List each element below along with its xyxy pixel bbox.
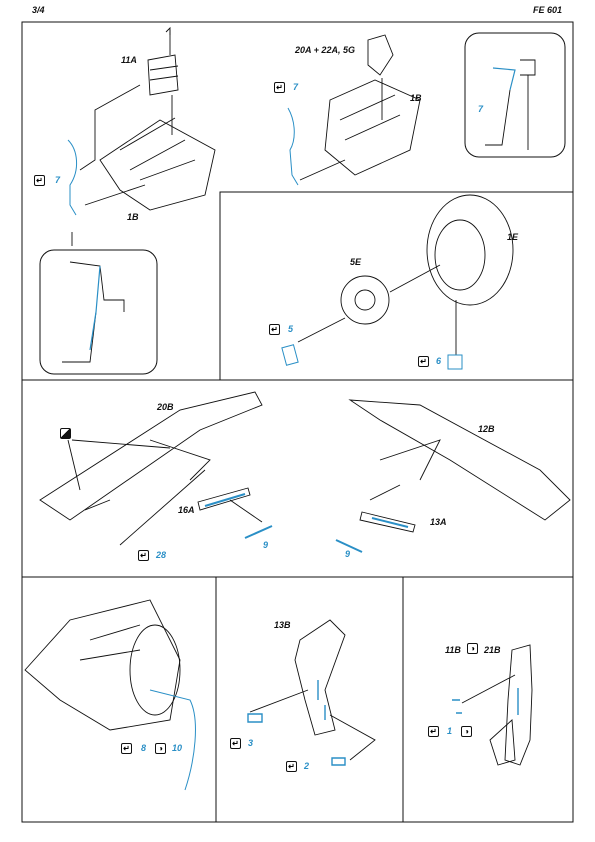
label-21b: 21B bbox=[484, 645, 501, 655]
hub-5e bbox=[340, 275, 390, 325]
panel4-drawing bbox=[297, 194, 514, 355]
detail-box-left bbox=[39, 249, 158, 375]
detail-left-drawing bbox=[62, 261, 125, 363]
panel8-etch-parts bbox=[452, 688, 519, 715]
part-13a bbox=[359, 511, 416, 533]
part-20a-assembly bbox=[367, 34, 394, 76]
step-9-right: 9 bbox=[345, 549, 351, 559]
label-13b: 13B bbox=[274, 620, 291, 630]
label-1b-panel1: 1B bbox=[127, 212, 139, 222]
step-7-detail: 7 bbox=[478, 104, 484, 114]
fold-icon bbox=[121, 743, 132, 754]
gear-leg-11b bbox=[504, 644, 533, 766]
fold-icon bbox=[274, 82, 285, 93]
panel4-etch-parts bbox=[281, 344, 463, 370]
detail-box-top-right bbox=[464, 32, 566, 158]
panel1-etch-part bbox=[67, 139, 77, 216]
panel6-drawing bbox=[24, 599, 181, 731]
step-6: 6 bbox=[436, 356, 442, 366]
label-20a-22a-5g: 20A + 22A, 5G bbox=[295, 45, 355, 55]
part-12b bbox=[348, 399, 571, 521]
detail-left-part bbox=[89, 265, 101, 351]
fold-icon bbox=[428, 726, 439, 737]
step-2: 2 bbox=[304, 761, 310, 771]
step-7-panel2: 7 bbox=[293, 82, 299, 92]
part-1b-top bbox=[324, 79, 421, 176]
tire-1e bbox=[426, 194, 514, 306]
bend-icon bbox=[467, 643, 478, 654]
panel7-drawing bbox=[249, 619, 376, 761]
fold-icon bbox=[34, 175, 45, 186]
step-8: 8 bbox=[141, 743, 147, 753]
label-11b: 11B bbox=[445, 645, 461, 655]
panel6-etch-part bbox=[149, 689, 196, 791]
panel7-etch-parts bbox=[247, 680, 346, 766]
part-1b-body bbox=[99, 119, 216, 211]
panel5-drawing bbox=[39, 391, 571, 546]
fold-icon bbox=[138, 550, 149, 561]
product-code: FE 601 bbox=[533, 5, 563, 15]
part-16a bbox=[197, 487, 251, 511]
panel8-drawing bbox=[461, 644, 533, 766]
label-12b: 12B bbox=[478, 424, 495, 434]
page-number: 3/4 bbox=[32, 5, 45, 15]
divider-wheel-panel bbox=[219, 191, 573, 380]
fold-icon bbox=[230, 738, 241, 749]
step-3: 3 bbox=[248, 738, 254, 748]
detail-top-right-part bbox=[492, 67, 516, 91]
label-1b-panel2: 1B bbox=[410, 93, 422, 103]
bend-icon bbox=[461, 726, 472, 737]
step-28: 28 bbox=[156, 550, 167, 560]
label-11a: 11A bbox=[121, 55, 137, 65]
step-7-panel1: 7 bbox=[55, 175, 61, 185]
step-10: 10 bbox=[172, 743, 183, 753]
gear-leg-13b bbox=[294, 619, 346, 736]
engine-area bbox=[24, 599, 181, 731]
fold-icon bbox=[418, 356, 429, 367]
label-16a: 16A bbox=[178, 505, 195, 515]
part-20b bbox=[39, 391, 263, 521]
page-frame bbox=[21, 21, 574, 823]
paint-icon bbox=[60, 428, 71, 439]
panel2-etch-part bbox=[287, 107, 299, 186]
detail-top-right-drawing bbox=[485, 59, 536, 150]
label-20b: 20B bbox=[157, 402, 174, 412]
label-5e: 5E bbox=[350, 257, 362, 267]
label-13a: 13A bbox=[430, 517, 447, 527]
label-1e: 1E bbox=[507, 232, 519, 242]
step-5: 5 bbox=[288, 324, 294, 334]
panel1-drawing bbox=[71, 26, 216, 246]
part-11a bbox=[147, 54, 179, 96]
bend-icon bbox=[155, 743, 166, 754]
fold-icon bbox=[269, 324, 280, 335]
fold-icon bbox=[286, 761, 297, 772]
panel2-drawing bbox=[299, 34, 421, 181]
panel5-etch-parts bbox=[204, 493, 409, 553]
step-1: 1 bbox=[447, 726, 453, 736]
step-9-left: 9 bbox=[263, 540, 269, 550]
